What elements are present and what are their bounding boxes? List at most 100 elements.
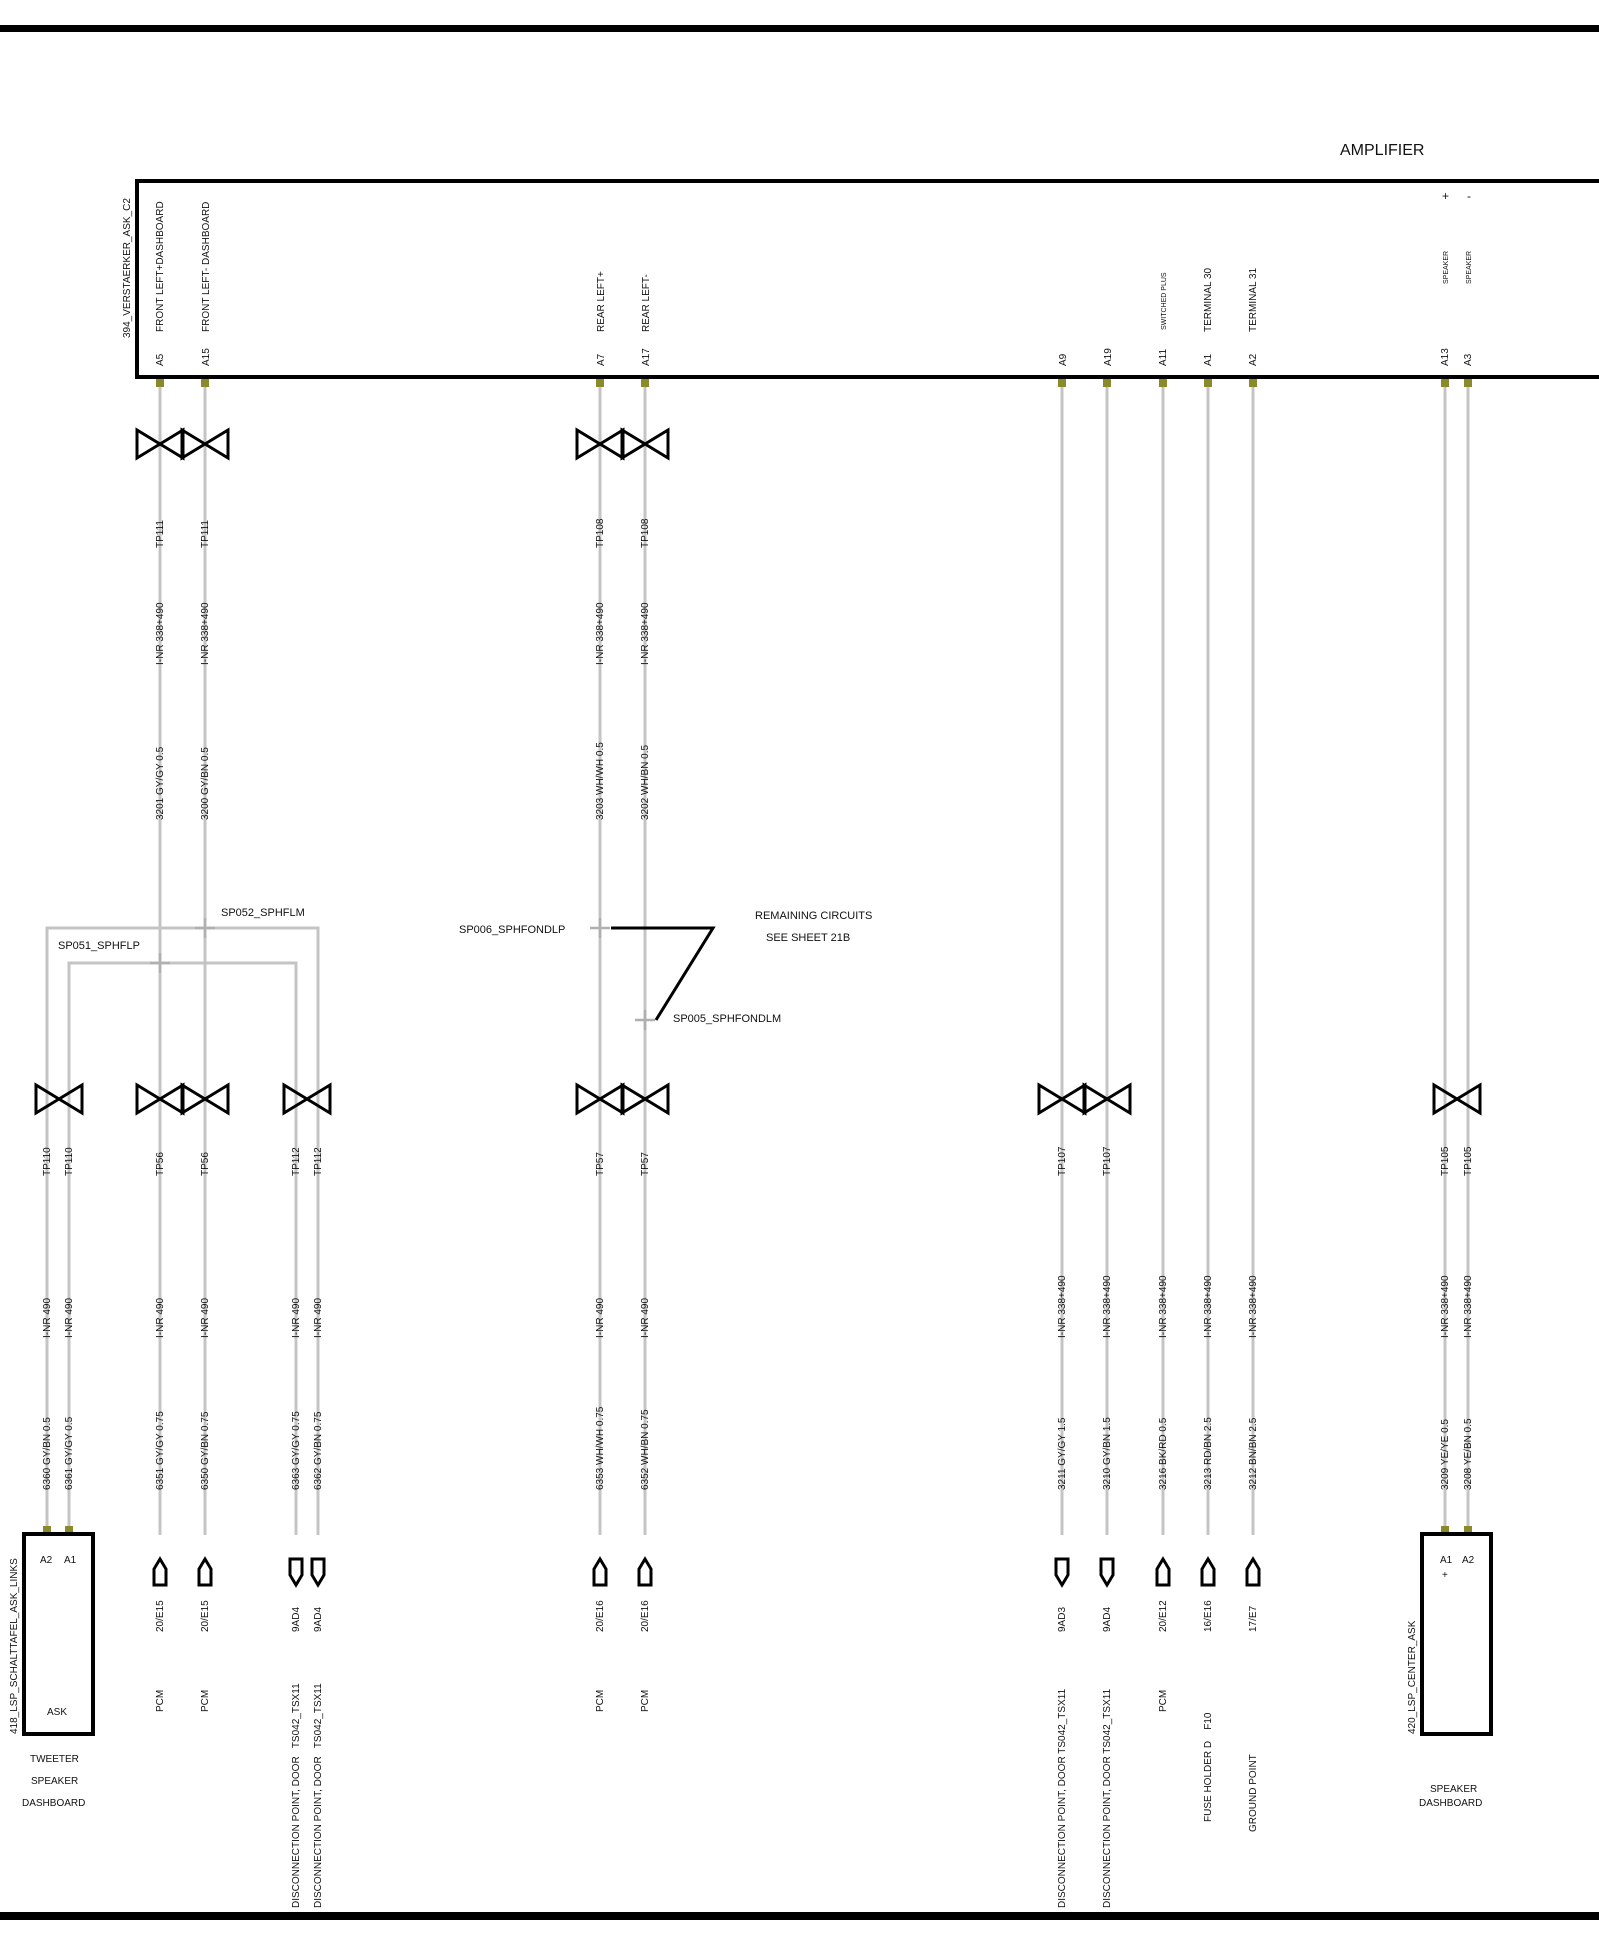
terminal-down-symbol	[1099, 1557, 1115, 1588]
tweeter-line3: DASHBOARD	[22, 1798, 85, 1809]
wire-spec-label: 3216 BK/RD 0.5	[1158, 1417, 1169, 1490]
wire-spec-label: 6362 GY/BN 0.75	[313, 1411, 324, 1490]
terminal-up-symbol	[637, 1556, 653, 1587]
pin-contacts	[43, 379, 1472, 1534]
location-code: 20/E16	[640, 1600, 651, 1632]
pin-number-a9: A9	[1058, 353, 1069, 366]
pin-name-switched-plus: SWITCHED PLUS	[1161, 272, 1168, 330]
spec-label: I-NR 338+490	[1463, 1275, 1474, 1338]
terminal-up-symbol	[1245, 1556, 1261, 1587]
spec-label: I-NR 338+490	[1203, 1275, 1214, 1338]
spec-label: I-NR 338+490	[1102, 1275, 1113, 1338]
wire-spec-label: 6351 GY/GY 0.75	[155, 1411, 166, 1490]
tp-label: TP112	[291, 1147, 302, 1176]
destination-labels: 20/E15 20/E15 9AD4 9AD4 20/E16 20/E16 9A…	[155, 1600, 1259, 1908]
splice-label-sp052: SP052_SPHFLM	[221, 907, 305, 919]
destination-label: DISCONNECTION POINT, DOOR TS042_TSX11	[313, 1683, 324, 1908]
terminal-up-symbol	[1155, 1556, 1171, 1587]
spec-label: I-NR 338+490	[640, 602, 651, 665]
wire-spec-label: 3208 YE/BN 0.5	[1463, 1418, 1474, 1490]
center-connector-label: 420_LSP_CENTER_ASK	[1407, 1620, 1418, 1734]
splice-label-sp051: SP051_SPHFLP	[58, 940, 140, 952]
tp-label: TP111	[155, 520, 166, 548]
pin-number-a5: A5	[155, 353, 166, 366]
spec-label: I-NR 338+490	[1057, 1275, 1068, 1338]
pin-number-a19: A19	[1103, 348, 1114, 366]
center-pin-a1: A1	[1440, 1555, 1453, 1566]
terminal-symbols	[152, 1556, 1261, 1588]
wire-spec-label: 6352 WH/BN 0.75	[640, 1409, 651, 1490]
destination-label: DISCONNECTION POINT, DOOR TS042_TSX11	[1102, 1688, 1113, 1908]
spec-label: I-NR 338+490	[595, 602, 606, 665]
splice-label-sp006: SP006_SPHFONDLP	[459, 924, 565, 936]
tp-label: TP105	[1440, 1146, 1451, 1176]
spec-label: I-NR 490	[291, 1298, 302, 1338]
pin-number-a2: A2	[1248, 353, 1259, 366]
terminal-up-symbol	[152, 1556, 168, 1587]
tp-label: TP110	[42, 1147, 53, 1176]
spec-label: I-NR 490	[200, 1298, 211, 1338]
tp-label: TP56	[200, 1152, 211, 1176]
destination-label: PCM	[1158, 1690, 1169, 1712]
spec-label: I-NR 490	[64, 1298, 75, 1338]
terminal-up-symbol	[1200, 1556, 1216, 1587]
location-code: 20/E15	[200, 1600, 211, 1632]
tp-label: TP105	[1463, 1146, 1474, 1176]
center-line2: DASHBOARD	[1419, 1798, 1482, 1809]
pin-name-rear-left-minus: REAR LEFT-	[641, 274, 652, 332]
spec-label: I-NR 490	[313, 1298, 324, 1338]
location-code: 20/E16	[595, 1600, 606, 1632]
pin-number-a13: A13	[1440, 348, 1451, 366]
spec-label: I-NR 490	[640, 1298, 651, 1338]
tp-label: TP57	[595, 1152, 606, 1176]
terminal-up-symbol	[197, 1556, 213, 1587]
plus-sign: +	[1442, 189, 1449, 203]
remaining-circuits-leader	[611, 926, 716, 1021]
splice-points	[150, 918, 655, 1030]
wire-spec-label: 3211 GY/GY 1.5	[1057, 1417, 1068, 1490]
amplifier-connector-label: 394_VERSTAERKER_ASK_C2	[122, 198, 133, 338]
wire-spec-label: 6361 GY/GY 0.5	[64, 1416, 75, 1490]
terminal-down-symbol	[1054, 1557, 1070, 1588]
pin-name-front-left-plus: FRONT LEFT+DASHBOARD	[155, 201, 166, 332]
wire-spec-label: 3200 GY/BN 0.5	[200, 747, 211, 820]
tp-label: TP107	[1102, 1146, 1113, 1176]
destination-label: GROUND POINT	[1248, 1754, 1259, 1832]
tp-label: TP110	[64, 1147, 75, 1176]
tp-label: TP112	[313, 1147, 324, 1176]
center-pin-a2: A2	[1462, 1555, 1475, 1566]
spec-label: I-NR 338+490	[200, 602, 211, 665]
location-code: 9AD4	[291, 1607, 302, 1632]
spec-label: I-NR 490	[595, 1298, 606, 1338]
tweeter-box-label: ASK	[47, 1707, 67, 1718]
spec-label: I-NR 490	[42, 1298, 53, 1338]
pin-name-terminal-31: TERMINAL 31	[1248, 267, 1259, 332]
tp-label: TP56	[155, 1152, 166, 1176]
destination-label: PCM	[200, 1690, 211, 1712]
tweeter-connector-label: 418_LSP_SCHALTTAFEL_ASK_LINKS	[9, 1558, 20, 1734]
tweeter-speaker-box	[22, 1532, 95, 1736]
location-code: 9AD4	[1102, 1607, 1113, 1632]
remaining-circuits-line2: SEE SHEET 21B	[766, 932, 850, 944]
tp-label: TP57	[640, 1152, 651, 1176]
tweeter-pin-a2: A2	[40, 1555, 53, 1566]
pin-name-speaker-plus: SPEAKER	[1443, 251, 1450, 284]
wire-spec-label: 3201 GY/GY 0.5	[155, 746, 166, 820]
destination-label: DISCONNECTION POINT, DOOR TS042_TSX11	[1057, 1688, 1068, 1908]
pin-number-a3: A3	[1463, 353, 1474, 366]
wires	[45, 384, 1470, 1535]
location-code: 9AD4	[313, 1607, 324, 1632]
spec-label: I-NR 490	[155, 1298, 166, 1338]
spec-label: I-NR 338+490	[1158, 1275, 1169, 1338]
pin-number-a17: A17	[641, 348, 652, 366]
destination-label: FUSE HOLDER D F10	[1203, 1712, 1214, 1822]
tweeter-line1: TWEETER	[30, 1754, 79, 1765]
pin-number-a15: A15	[201, 348, 212, 366]
destination-label: PCM	[595, 1690, 606, 1712]
pin-number-a11: A11	[1158, 349, 1169, 366]
wire-spec-label: 6353 WH/WH 0.75	[595, 1406, 606, 1490]
pin-name-front-left-minus: FRONT LEFT- DASHBOARD	[201, 202, 212, 332]
top-border-bar	[0, 25, 1599, 32]
destination-label: PCM	[640, 1690, 651, 1712]
